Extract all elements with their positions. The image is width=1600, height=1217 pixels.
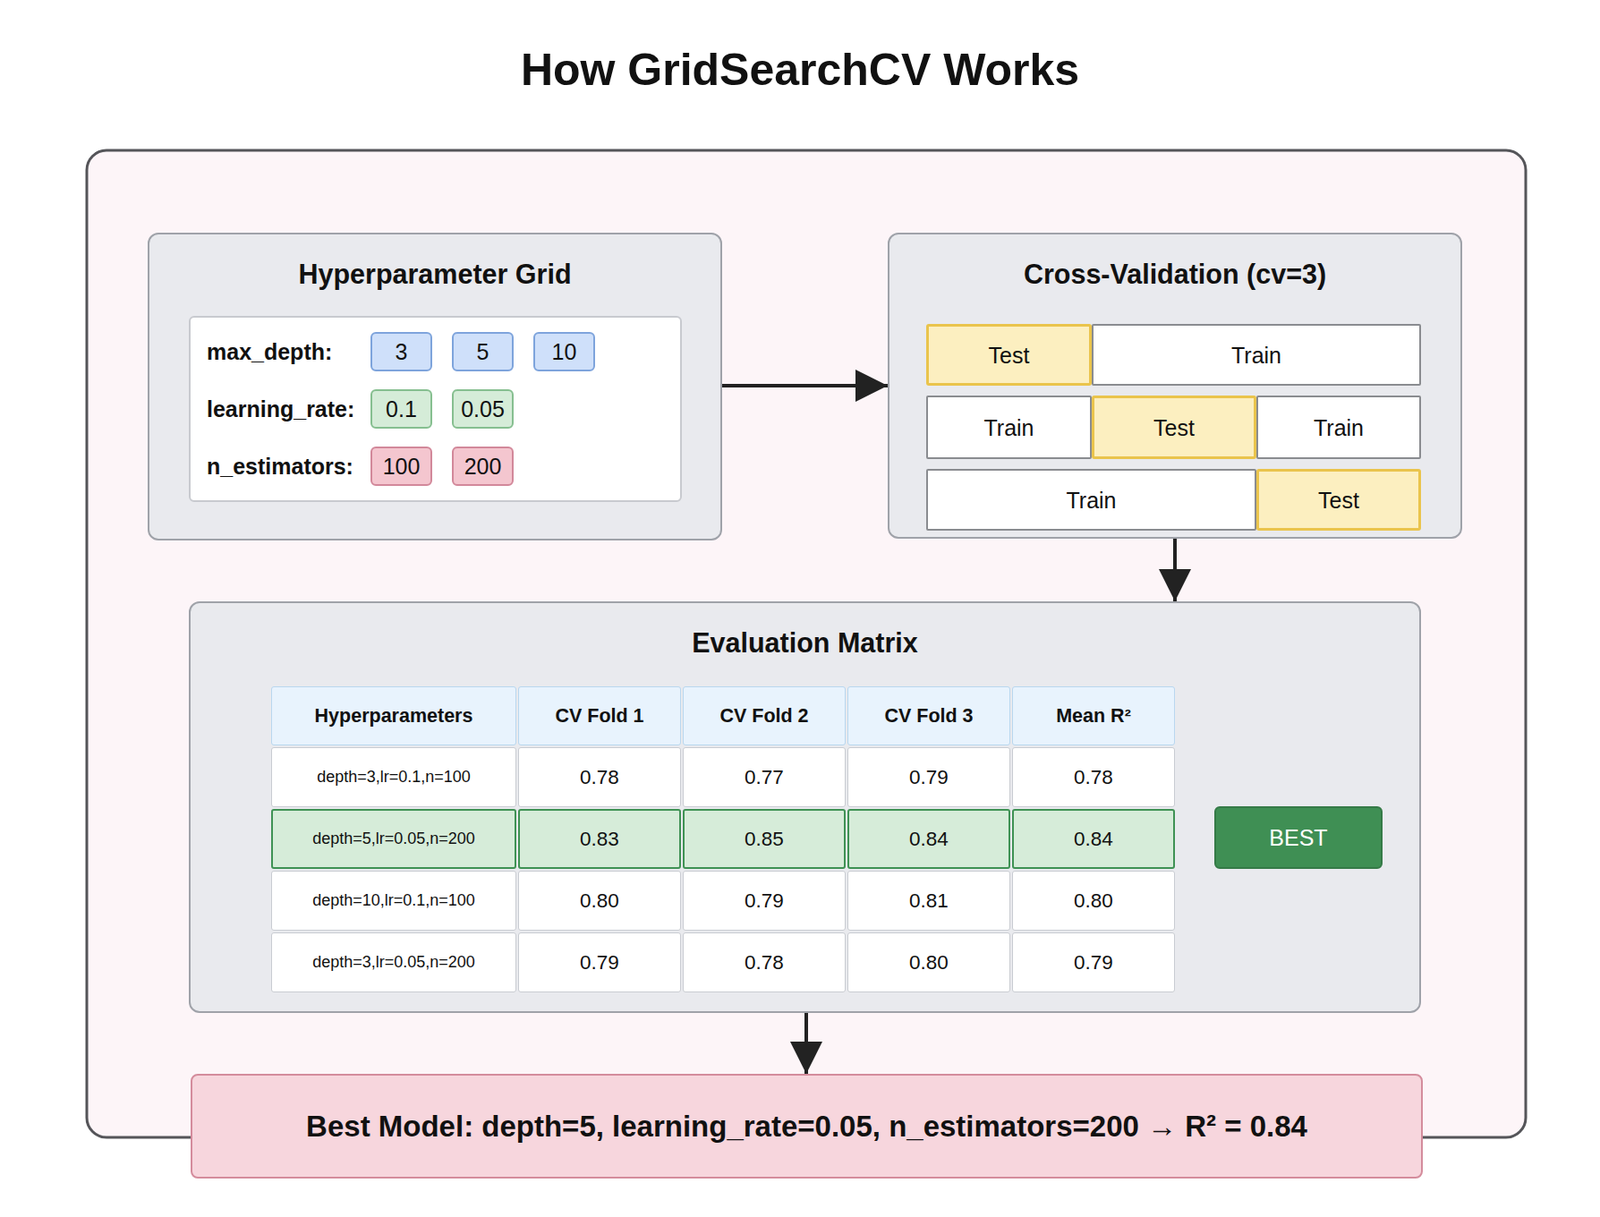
panel-heading: Hyperparameter Grid — [149, 254, 721, 294]
value-chip: 200 — [451, 446, 514, 486]
result-box: Best Model: depth=5, learning_rate=0.05,… — [190, 1073, 1423, 1179]
table-cell: 0.78 — [1012, 747, 1175, 808]
value-chip: 5 — [451, 331, 514, 372]
panel-heading: Cross-Validation (cv=3) — [889, 254, 1461, 294]
panel: BESTEvaluation MatrixHyperparametersCV F… — [188, 601, 1422, 1013]
table-cell: 0.81 — [847, 870, 1011, 931]
fold-label: Train — [1231, 341, 1282, 369]
parameter-name: n_estimators: — [206, 446, 354, 486]
train-fold: Train — [926, 468, 1257, 531]
value-text: 0.1 — [385, 395, 418, 423]
value-text: 5 — [476, 338, 490, 366]
table-cell: 0.80 — [518, 870, 681, 931]
value-text: 10 — [552, 338, 578, 366]
value-text: 100 — [382, 452, 421, 480]
test-fold: Test — [926, 323, 1092, 386]
table-cell: 0.84 — [847, 808, 1011, 869]
value-chip: 0.05 — [451, 389, 514, 429]
table-header: CV Fold 3 — [847, 686, 1011, 746]
fold-label: Test — [988, 341, 1030, 369]
table-cell: 0.79 — [518, 932, 681, 993]
value-text: 3 — [395, 338, 409, 366]
table-header: Mean R² — [1012, 686, 1175, 746]
train-fold: Train — [1256, 395, 1422, 460]
train-fold: Train — [926, 395, 1092, 460]
parameter-name: max_depth: — [206, 331, 332, 372]
panel: TestTrainTrainTestTrainTrainTestCross-Va… — [887, 232, 1463, 539]
flow-arrow — [804, 1012, 809, 1074]
diagram-title: How GridSearchCV Works — [0, 42, 1600, 97]
value-chip: 10 — [533, 331, 596, 372]
test-fold: Test — [1091, 395, 1257, 460]
table-cell: depth=3,lr=0.1,n=100 — [271, 747, 517, 808]
value-text: 0.05 — [460, 395, 505, 423]
badge-text: BEST — [1268, 824, 1328, 852]
grid-box: 3 5 10 0.1 0.05 100 200 max_depth: learning_rate… — [188, 315, 682, 503]
flow-arrow — [1173, 538, 1177, 602]
value-chip: 0.1 — [370, 389, 433, 429]
table-cell: depth=5,lr=0.05,n=200 — [271, 808, 517, 869]
table-header: Hyperparameters — [271, 686, 517, 746]
table-header: CV Fold 1 — [518, 686, 681, 746]
best-badge: BEST — [1214, 806, 1383, 869]
value-chip: 3 — [370, 331, 433, 372]
panel-heading: Evaluation Matrix — [190, 622, 1420, 663]
table-cell: 0.78 — [682, 932, 846, 993]
flow-arrow — [722, 383, 888, 388]
fold-label: Train — [983, 414, 1034, 442]
train-fold: Train — [1091, 323, 1422, 386]
fold-label: Train — [1065, 486, 1116, 514]
table-header: CV Fold 2 — [682, 686, 846, 746]
value-text: 200 — [464, 452, 503, 480]
table-cell: 0.79 — [682, 870, 846, 931]
table-cell: 0.80 — [1012, 870, 1175, 931]
test-fold: Test — [1256, 468, 1422, 531]
table-cell: 0.77 — [682, 747, 846, 808]
table-cell: depth=3,lr=0.05,n=200 — [271, 932, 517, 993]
outer-frame — [86, 150, 1526, 1138]
fold-label: Test — [1153, 414, 1195, 442]
parameter-name: learning_rate: — [206, 389, 355, 429]
table-cell: 0.85 — [682, 808, 846, 869]
table-cell: 0.84 — [1012, 808, 1175, 869]
panel: 3 5 10 0.1 0.05 100 200 max_depth: learning_rate… — [147, 232, 723, 541]
table-cell: 0.80 — [847, 932, 1011, 993]
table-cell: depth=10,lr=0.1,n=100 — [271, 870, 517, 931]
fold-label: Test — [1318, 486, 1360, 514]
table-cell: 0.79 — [847, 747, 1011, 808]
table-cell: 0.78 — [518, 747, 681, 808]
value-chip: 100 — [370, 446, 433, 486]
table-cell: 0.79 — [1012, 932, 1175, 993]
fold-label: Train — [1313, 414, 1364, 442]
table-cell: 0.83 — [518, 808, 681, 869]
result-text: Best Model: depth=5, learning_rate=0.05,… — [306, 1108, 1308, 1145]
